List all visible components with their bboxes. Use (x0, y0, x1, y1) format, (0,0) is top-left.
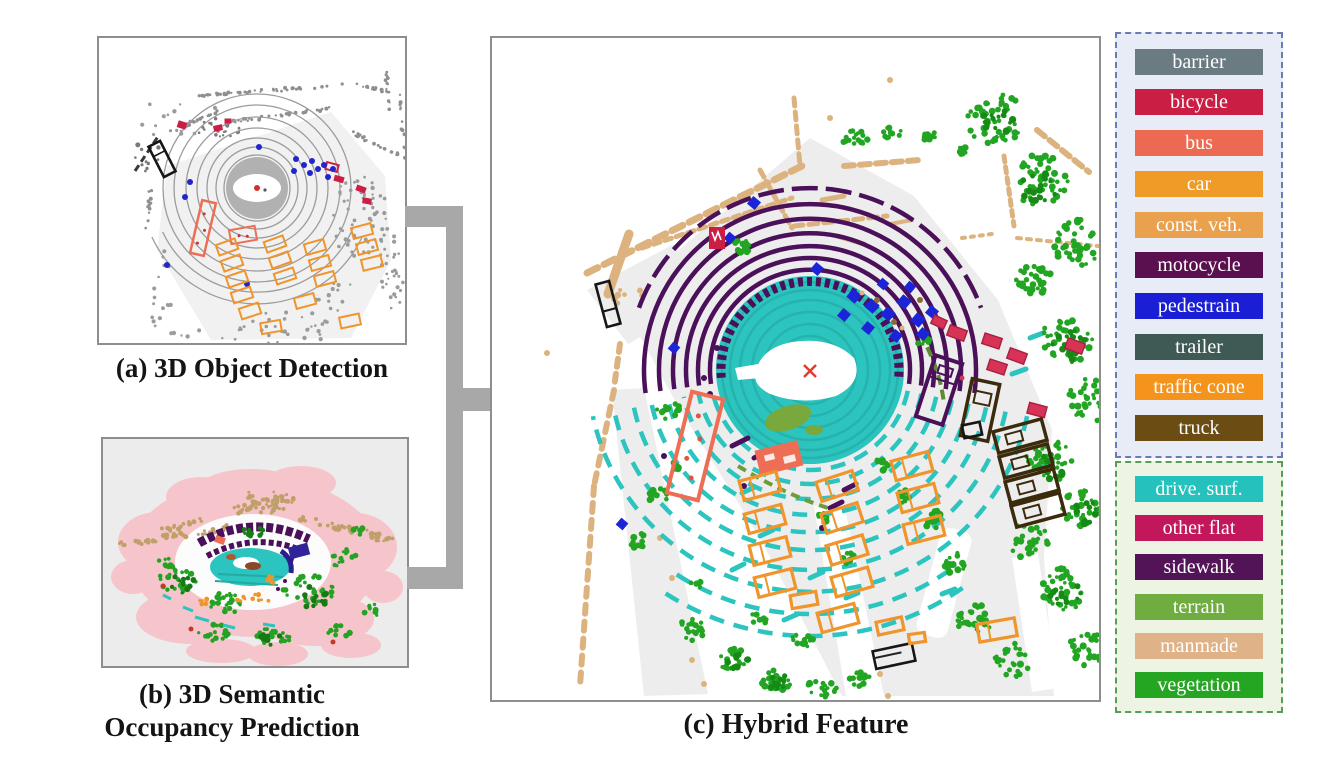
legend-label-sidewalk: sidewalk (1163, 556, 1235, 579)
legend-item-motocycle: motocycle (1135, 252, 1263, 279)
detection-boxes-bicycle (176, 118, 372, 205)
legend-item-traffic-cone: traffic cone (1135, 374, 1263, 401)
caption-panel-a: (a) 3D Object Detection (115, 353, 389, 383)
connector-vertical-bar (446, 206, 463, 589)
detection-box-bus-salmon (664, 389, 726, 503)
lidar-detection-visualization (133, 70, 405, 343)
legend-item-bus: bus (1135, 130, 1263, 157)
detection-boxes-car (737, 449, 1020, 646)
ego-vehicle-blob (735, 340, 857, 401)
detection-squares-pedestrian (615, 195, 940, 531)
caption-panel-b-line2: Occupancy Prediction (104, 712, 360, 742)
detection-box-trailer-black (593, 279, 623, 329)
detection-boxes-bicycle (709, 227, 1087, 419)
connector-arm-bottom (407, 567, 463, 589)
legend-label-pedestrain: pedestrain (1157, 295, 1241, 318)
panel-3d-semantic-occupancy (101, 437, 409, 668)
misc-object-points (160, 535, 336, 645)
legend-label-traffic-cone: traffic cone (1153, 376, 1245, 399)
vegetation-clusters (628, 92, 1099, 700)
legend-label-motocycle: motocycle (1157, 254, 1241, 277)
legend-item-const-veh: const. veh. (1135, 211, 1263, 238)
pedestrian-patch (287, 542, 311, 560)
hybrid-feature-visualization (544, 77, 1099, 700)
legend-label-other-flat: other flat (1162, 517, 1236, 540)
vegetation-clusters (156, 525, 379, 647)
legend-label-manmade: manmade (1160, 634, 1238, 657)
caption-panel-b-line1: (b) 3D Semantic (139, 679, 325, 709)
legend-item-sidewalk: sidewalk (1135, 554, 1263, 581)
detection-dots-pedestrian (164, 144, 336, 287)
legend-item-vegetation: vegetation (1135, 671, 1263, 698)
detection-box-salmon-filled (754, 440, 804, 476)
legend-label-barrier: barrier (1172, 50, 1226, 73)
barrier-line (133, 134, 161, 172)
legend-label-car: car (1186, 172, 1212, 195)
legend-item-manmade: manmade (1135, 632, 1263, 659)
panel-3d-object-detection (97, 36, 407, 345)
detection-boxes-truck-cluster (990, 416, 1068, 530)
connector-arm-middle (463, 388, 491, 411)
legend-label-const-veh: const. veh. (1155, 213, 1243, 236)
occupancy-visualization (111, 466, 403, 666)
legend-label-trailer: trailer (1175, 335, 1223, 358)
legend-item-barrier: barrier (1135, 48, 1263, 75)
legend-item-trailer: trailer (1135, 333, 1263, 360)
detection-box-bicycle-rider (709, 227, 725, 249)
legend-item-other-flat: other flat (1135, 515, 1263, 542)
legend-label-terrain: terrain (1172, 595, 1226, 618)
legend-item-bicycle: bicycle (1135, 89, 1263, 116)
legend-label-truck: truck (1178, 417, 1220, 440)
legend-surface-classes: drive. surf. other flat sidewalk terrain… (1115, 461, 1283, 713)
legend-label-vegetation: vegetation (1157, 673, 1241, 696)
detection-box-salmon-small (227, 224, 259, 246)
detection-boxes-car (214, 221, 385, 336)
panel-hybrid-feature (490, 36, 1101, 702)
legend-item-drive-surf: drive. surf. (1135, 476, 1263, 503)
legend-object-classes: barrier bicycle bus car const. veh. moto… (1115, 32, 1283, 458)
ego-marker-cross (803, 364, 817, 378)
detection-box-black-small (960, 420, 984, 440)
legend-label-bicycle: bicycle (1170, 91, 1228, 114)
legend-label-drive-surf: drive. surf. (1155, 478, 1243, 501)
detection-box-bus-salmon (188, 198, 218, 258)
detection-box-black-bottom (871, 641, 917, 671)
ego-marker-dot (254, 185, 260, 191)
legend-label-bus: bus (1185, 132, 1213, 155)
detection-box-truck-tall (958, 376, 1002, 444)
traffic-cone-points (198, 574, 276, 607)
legend-item-terrain: terrain (1135, 593, 1263, 620)
drive-surface-dashes (729, 330, 1053, 623)
drive-surface-dashes (162, 593, 276, 630)
legend-item-car: car (1135, 170, 1263, 197)
detection-box-bus-purple (913, 352, 965, 428)
legend-item-pedestrain: pedestrain (1135, 293, 1263, 320)
detection-box-trailer-black (146, 139, 178, 179)
caption-panel-b: (b) 3D Semantic Occupancy Prediction (28, 678, 436, 744)
legend-item-truck: truck (1135, 415, 1263, 442)
caption-panel-c: (c) Hybrid Feature (683, 709, 909, 740)
